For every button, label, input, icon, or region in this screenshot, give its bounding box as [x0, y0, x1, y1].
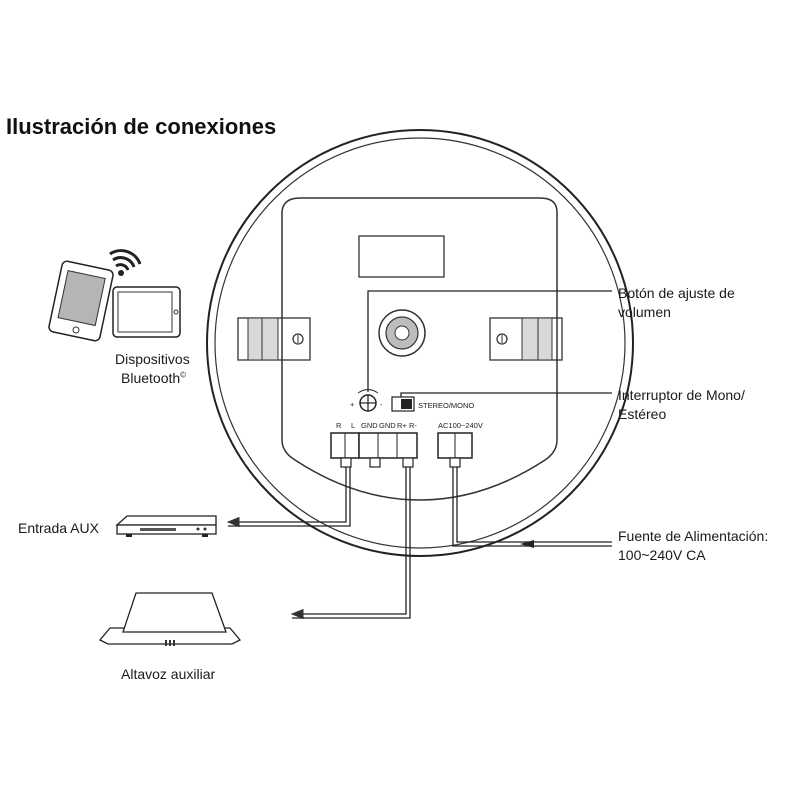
speaker-output-terminal: [358, 432, 418, 468]
mounting-clip-right: [489, 317, 563, 361]
terminal-label-ac: AC100~240V: [438, 421, 483, 430]
volume-callout-line: [367, 290, 612, 392]
page-title: Ilustración de conexiones: [6, 114, 277, 139]
power-supply-label-line2: 100~240V CA: [618, 547, 706, 563]
terminal-label-l: L: [351, 421, 355, 430]
terminal-label-r: R: [336, 421, 342, 430]
terminal-label-gnd1: GND: [361, 421, 378, 430]
smartphone-icon: [48, 260, 114, 342]
volume-knob-label-line1: Botón de ajuste de: [618, 285, 735, 301]
copyright-mark: ©: [180, 370, 187, 380]
volume-knob[interactable]: + -: [350, 389, 383, 412]
mounting-clip-left: [237, 317, 311, 361]
power-supply-label-line1: Fuente de Alimentación:: [618, 528, 769, 544]
terminal-label-rplus: R+: [397, 421, 407, 430]
speaker-inner-ring: [214, 137, 626, 549]
bluetooth-devices-label-line2: Bluetooth©: [121, 370, 187, 386]
stereo-mono-switch[interactable]: [391, 396, 415, 412]
volume-knob-label-line2: volumen: [618, 304, 671, 320]
volume-plus-sign: +: [350, 400, 355, 409]
speaker-back-plate: [281, 197, 558, 501]
center-bolt: [378, 309, 426, 357]
switch-callout-line: [400, 392, 612, 397]
aux-speaker-label: Altavoz auxiliar: [121, 666, 216, 682]
aux-cable: [226, 467, 351, 528]
power-arrow-icon: [520, 540, 534, 548]
mode-switch-label-line2: Estéreo: [618, 406, 667, 422]
power-terminal: [437, 432, 473, 468]
terminal-label-gnd2: GND: [379, 421, 396, 430]
terminal-label-rminus: R-: [409, 421, 417, 430]
power-cable: [452, 467, 612, 548]
volume-minus-sign: -: [380, 400, 383, 409]
dvd-player-icon: [115, 515, 217, 537]
audio-input-terminal: [330, 432, 360, 468]
label-plate: [358, 235, 445, 278]
tablet-icon: [112, 286, 181, 338]
aux-speaker-cable: [290, 467, 411, 620]
auxiliary-speaker-icon: [98, 592, 242, 646]
bluetooth-devices-label-line1: Dispositivos: [115, 351, 190, 367]
aux-input-label: Entrada AUX: [18, 520, 99, 536]
ceiling-speaker-body: [206, 129, 634, 557]
stereo-mono-switch-label: STEREO/MONO: [418, 401, 474, 410]
speaker-outer-ring: [206, 129, 634, 557]
wifi-signal-icon: [109, 249, 142, 276]
mode-switch-label-line1: Interruptor de Mono/: [618, 387, 745, 403]
